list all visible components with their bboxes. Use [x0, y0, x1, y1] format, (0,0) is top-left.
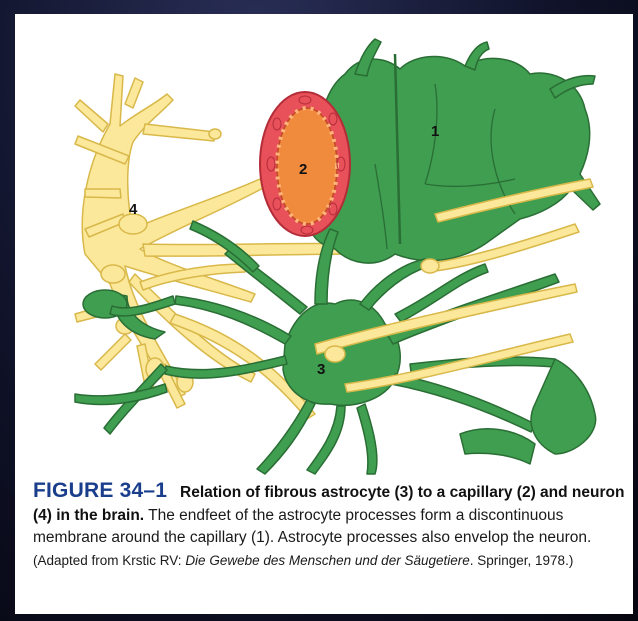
- credit-book-title: Die Gewebe des Menschen und der Säugetie…: [185, 553, 469, 568]
- credit-prefix: (Adapted from Krstic RV:: [33, 553, 185, 568]
- label-endfeet: 1: [431, 123, 439, 140]
- figure-number: FIGURE 34–1: [33, 479, 167, 502]
- label-neuron: 4: [129, 201, 138, 218]
- credit-suffix: . Springer, 1978.): [470, 553, 574, 568]
- label-astrocyte: 3: [317, 361, 325, 378]
- figure-page: 1 2 3 4 FIGURE 34–1 Relation of fibrous …: [15, 14, 633, 614]
- label-capillary: 2: [299, 161, 307, 178]
- figure-credit: (Adapted from Krstic RV: Die Gewebe des …: [33, 553, 573, 568]
- astrocyte-illustration: 1 2 3 4: [15, 14, 633, 476]
- figure-caption: FIGURE 34–1 Relation of fibrous astrocyt…: [33, 480, 629, 572]
